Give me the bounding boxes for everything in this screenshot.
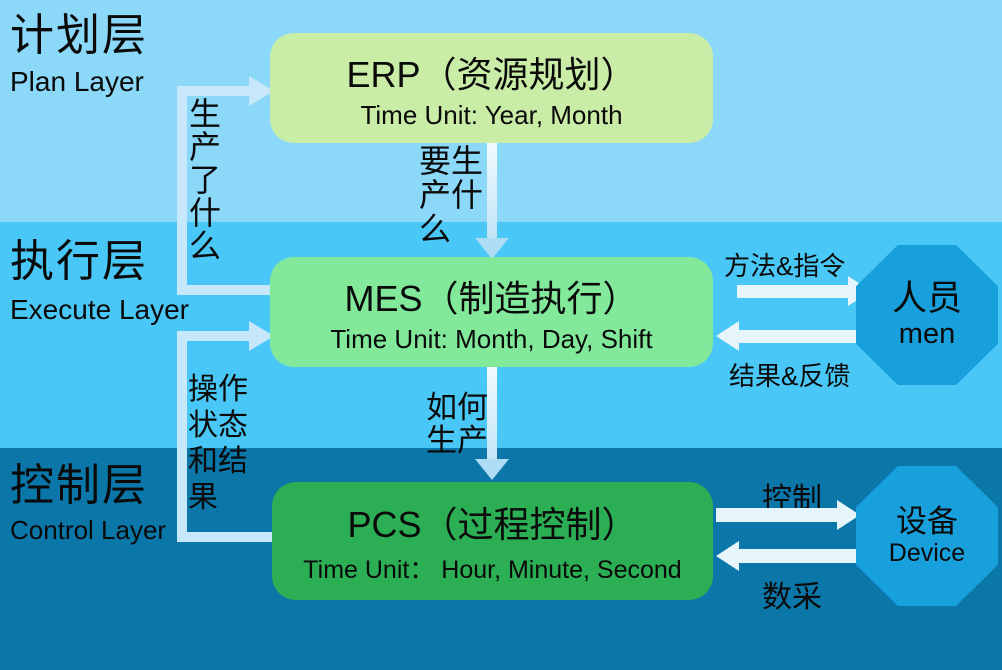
label-what-to-produce: 要生产什么 [419,143,484,247]
label-methods-instructions: 方法&指令 [724,251,846,281]
plan-layer-title: 计划层 [10,11,148,60]
arrowhead-into-erp-icon [249,76,274,106]
plan-layer-subtitle: Plan Layer [10,66,144,97]
execute-layer-subtitle: Execute Layer [10,294,189,325]
device-node: 设备 Device [856,466,998,606]
mes-title: MES（制造执行） [344,277,639,319]
arrow-shaft [738,549,857,563]
men-title: 人员 [891,278,962,318]
arrowhead-right-icon [837,500,860,530]
arrow-shaft [738,330,857,343]
mes-box: MES（制造执行） Time Unit: Month, Day, Shift [270,257,713,367]
erp-title: ERP（资源规划） [346,53,637,95]
pcs-title: PCS（过程控制） [347,504,638,545]
men-node: 人员 men [856,245,998,385]
connector-vertical [177,86,187,295]
connector-top-horizontal [177,331,250,341]
control-layer-title: 控制层 [10,461,148,510]
pcs-box: PCS（过程控制） Time Unit： Hour, Minute, Secon… [272,482,713,600]
arrowhead-left-icon [716,321,739,351]
arrowhead-left-icon [716,541,739,571]
label-operation-status-results: 操作状态和结果 [188,373,248,514]
label-what-was-produced: 生产了什么 [189,96,222,264]
arrowhead-into-mes-icon [249,321,274,351]
erp-box: ERP（资源规划） Time Unit: Year, Month [270,33,713,143]
connector-bottom-horizontal [177,285,273,295]
arrow-shaft [487,143,497,240]
device-subtitle: Device [888,539,966,568]
men-subtitle: men [898,318,956,351]
label-data-collection: 数采 [762,581,822,614]
arrow-shaft [716,508,838,522]
label-how-to-produce: 如何生产 [426,390,488,458]
arrowhead-down-icon [475,459,509,480]
arrow-shaft [737,285,849,298]
pcs-time-unit: Time Unit： Hour, Minute, Second [303,556,682,584]
execute-layer-title: 执行层 [10,237,148,286]
connector-bottom-horizontal [177,532,273,542]
mes-time-unit: Time Unit: Month, Day, Shift [330,323,653,354]
connector-top-horizontal [177,86,250,96]
arrowhead-down-icon [475,238,509,259]
connector-vertical [177,331,187,537]
erp-time-unit: Time Unit: Year, Month [360,99,623,130]
device-title: 设备 [896,504,958,540]
label-results-feedback: 结果&反馈 [729,361,851,391]
control-layer-subtitle: Control Layer [10,515,167,545]
arrow-shaft [487,367,497,461]
